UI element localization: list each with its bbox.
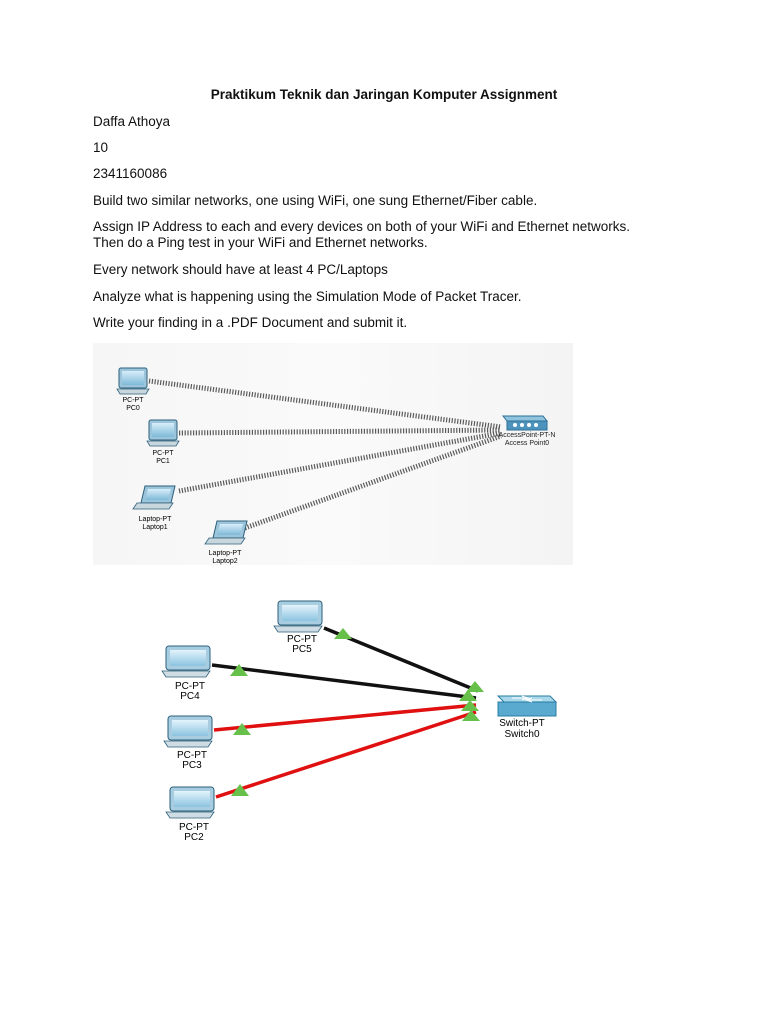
wifi-link-pc0 bbox=[148, 378, 502, 430]
pc2-type-label: PC-PT bbox=[179, 822, 209, 833]
pc-icon-pc5 bbox=[273, 600, 323, 633]
laptop2-name-label: Laptop2 bbox=[212, 558, 237, 565]
page-title: Praktikum Teknik dan Jaringan Komputer A… bbox=[210, 87, 558, 102]
instruction-4: Analyze what is happening using the Simu… bbox=[93, 289, 522, 304]
pc0-name-label: PC0 bbox=[126, 405, 140, 412]
student-number: 10 bbox=[93, 140, 109, 155]
laptop2-type-label: Laptop-PT bbox=[209, 550, 242, 557]
cable-pc3 bbox=[213, 703, 477, 732]
access-point-icon bbox=[501, 415, 549, 431]
pc1-type-label: PC-PT bbox=[153, 450, 175, 457]
author-name: Daffa Athoya bbox=[93, 114, 171, 129]
instruction-2b: Then do a Ping test in your WiFi and Eth… bbox=[93, 235, 428, 250]
pc5-type-label: PC-PT bbox=[287, 634, 317, 645]
cable-pc4 bbox=[211, 663, 477, 700]
link-light-pc5-a bbox=[334, 628, 352, 639]
wifi-link-laptop2 bbox=[244, 433, 502, 531]
laptop-icon-laptop2 bbox=[204, 520, 248, 545]
pc1-name-label: PC1 bbox=[156, 458, 170, 465]
instruction-3: Every network should have at least 4 PC/… bbox=[93, 262, 388, 277]
ap-type-label: AccessPoint-PT-N bbox=[499, 432, 556, 439]
link-light-pc5-b bbox=[466, 681, 484, 692]
link-light-pc2-a bbox=[231, 784, 249, 796]
pc2-name-label: PC2 bbox=[184, 832, 204, 843]
wifi-link-pc1 bbox=[178, 427, 502, 436]
link-light-pc4-b bbox=[459, 690, 477, 701]
ethernet-network-diagram: Switch-PT Switch0 PC-PT PC5 PC-PT PC4 PC… bbox=[161, 600, 558, 843]
switch-type-label: Switch-PT bbox=[499, 718, 545, 729]
pc4-type-label: PC-PT bbox=[175, 681, 205, 692]
wifi-link-laptop1 bbox=[178, 430, 502, 494]
pc-icon-pc0 bbox=[116, 367, 150, 395]
pc-icon-pc1 bbox=[146, 419, 180, 447]
pc-icon-pc4 bbox=[161, 645, 211, 678]
cable-pc2 bbox=[215, 710, 477, 799]
pc4-name-label: PC4 bbox=[180, 691, 200, 702]
link-light-pc4-a bbox=[230, 664, 248, 676]
laptop-icon-laptop1 bbox=[132, 485, 176, 510]
instruction-1: Build two similar networks, one using Wi… bbox=[93, 193, 538, 208]
pc3-type-label: PC-PT bbox=[177, 750, 207, 761]
pc0-type-label: PC-PT bbox=[123, 397, 145, 404]
laptop1-name-label: Laptop1 bbox=[142, 524, 167, 531]
pc-icon-pc2 bbox=[165, 786, 215, 819]
pc5-name-label: PC5 bbox=[292, 644, 312, 655]
switch-icon bbox=[496, 695, 558, 717]
switch-name-label: Switch0 bbox=[504, 729, 539, 740]
ap-name-label: Access Point0 bbox=[505, 440, 549, 447]
instruction-5: Write your finding in a .PDF Document an… bbox=[93, 315, 408, 330]
pc-icon-pc3 bbox=[163, 715, 213, 748]
wifi-network-diagram: AccessPoint-PT-N Access Point0 PC-PT PC0… bbox=[93, 343, 573, 565]
student-id: 2341160086 bbox=[93, 166, 168, 181]
pc3-name-label: PC3 bbox=[182, 760, 202, 771]
link-light-pc3-b bbox=[461, 700, 479, 711]
link-light-pc2-b bbox=[462, 710, 480, 721]
laptop1-type-label: Laptop-PT bbox=[139, 516, 172, 523]
instruction-2a: Assign IP Address to each and every devi… bbox=[93, 219, 631, 234]
link-light-pc3-a bbox=[233, 723, 251, 735]
